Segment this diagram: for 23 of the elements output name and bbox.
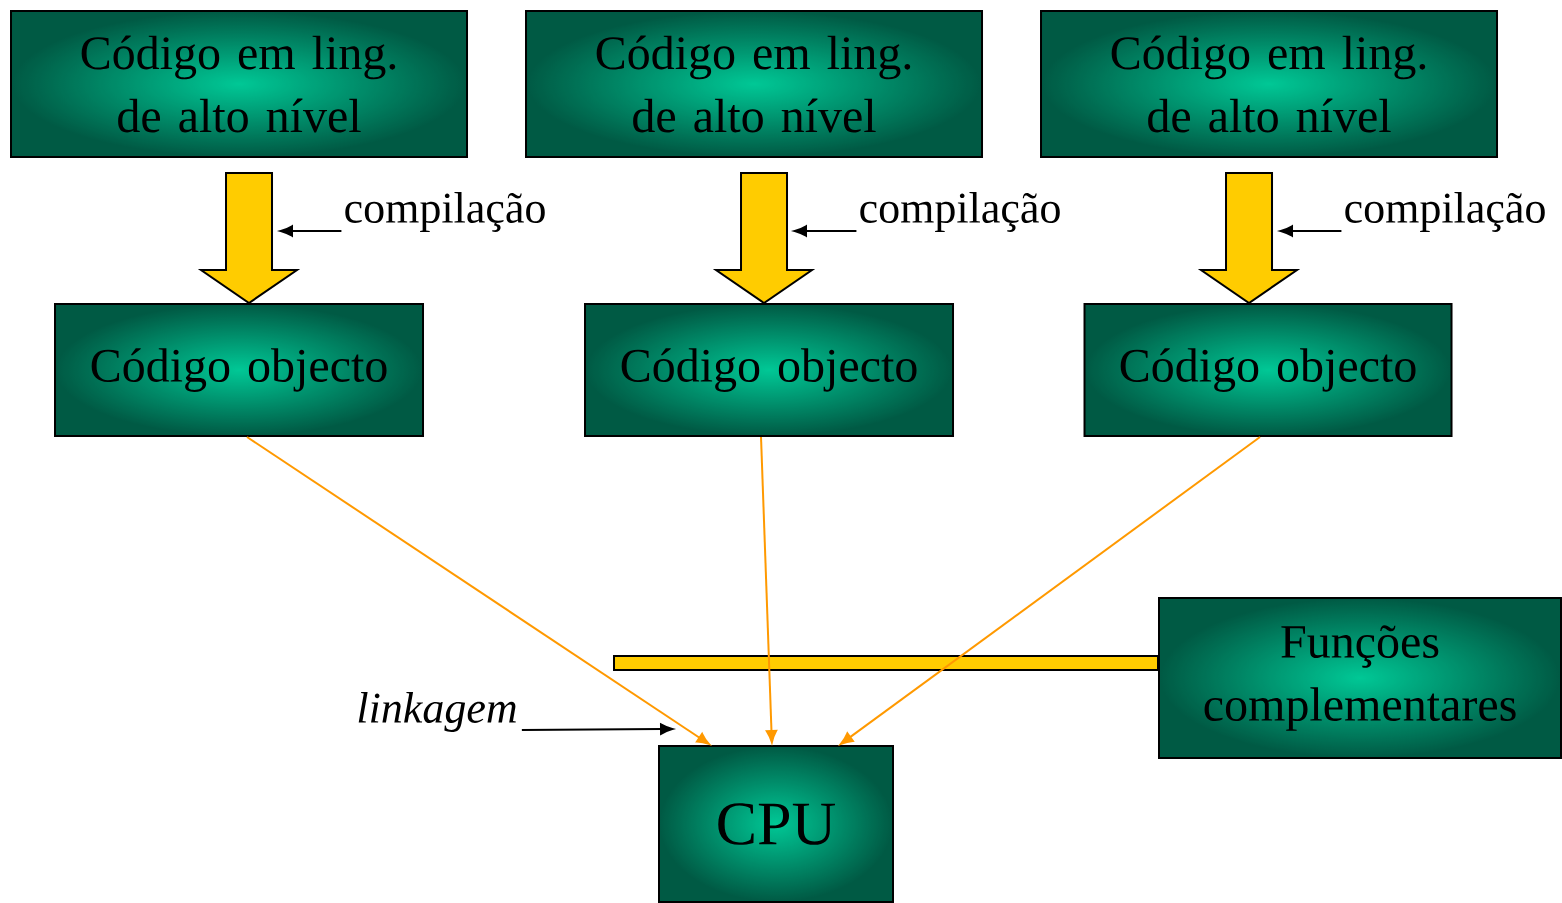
text-box: Funções complementares — [1158, 597, 1562, 759]
annotation-text: compilação — [345, 192, 545, 232]
leader-arrow — [793, 225, 858, 237]
leader-arrow — [279, 225, 343, 237]
connector-arrow — [760, 436, 778, 744]
text-box: Código objecto — [584, 303, 954, 437]
text-box: CPU — [658, 745, 894, 903]
text-box: Código objecto — [54, 303, 424, 437]
bar — [613, 655, 1159, 671]
connector-arrow — [840, 436, 1261, 745]
text-box: Código em ling. de alto nível — [10, 10, 468, 158]
text-box: Código objecto — [1083, 303, 1453, 437]
leader-arrow — [1279, 225, 1343, 237]
leader-arrow — [520, 723, 674, 735]
block-arrow — [1197, 172, 1301, 305]
annotation-text: linkagem — [358, 692, 516, 732]
block-arrow — [712, 172, 816, 305]
annotation-text: compilação — [860, 192, 1060, 232]
text-box: Código em ling. de alto nível — [1040, 10, 1498, 158]
annotation-text: compilação — [1345, 192, 1545, 232]
connector-arrow — [246, 436, 710, 745]
text-box: Código em ling. de alto nível — [525, 10, 983, 158]
block-arrow — [197, 172, 301, 305]
